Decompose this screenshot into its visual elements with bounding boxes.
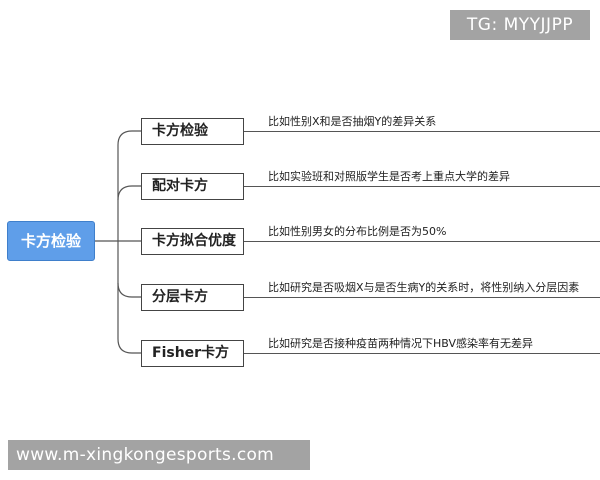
branch-underline-3	[244, 241, 600, 242]
branch-note-3: 比如性别男女的分布比例是否为50%	[268, 225, 447, 238]
branch-underline-4	[244, 297, 600, 298]
branch-underline-2	[244, 186, 600, 187]
branch-connector-4	[117, 282, 141, 298]
watermark-bottom: www.m-xingkongesports.com	[8, 440, 310, 470]
branch-node-paired-chi-square[interactable]: 配对卡方	[141, 173, 244, 200]
branch-underline-5	[244, 353, 600, 354]
branch-connector-2	[117, 185, 141, 201]
branch-node-stratified-chi-square[interactable]: 分层卡方	[141, 284, 244, 311]
watermark-top: TG: MYYJJPP	[450, 10, 590, 40]
branch-node-fisher-chi-square[interactable]: Fisher卡方	[141, 340, 244, 367]
branch-node-goodness-of-fit[interactable]: 卡方拟合优度	[141, 228, 244, 255]
branch-node-chi-square-test[interactable]: 卡方检验	[141, 118, 244, 145]
branch-connector-1	[117, 130, 141, 146]
branch-note-2: 比如实验班和对照版学生是否考上重点大学的差异	[268, 170, 510, 183]
root-node[interactable]: 卡方检验	[7, 221, 95, 261]
branch-note-5: 比如研究是否接种疫苗两种情况下HBV感染率有无差异	[268, 337, 534, 350]
branch-connector-5	[117, 338, 141, 354]
branch-note-1: 比如性别X和是否抽烟Y的差异关系	[268, 115, 437, 128]
branch-note-4: 比如研究是否吸烟X与是否生病Y的关系时，将性别纳入分层因素	[268, 281, 580, 294]
branch-underline-1	[244, 131, 600, 132]
